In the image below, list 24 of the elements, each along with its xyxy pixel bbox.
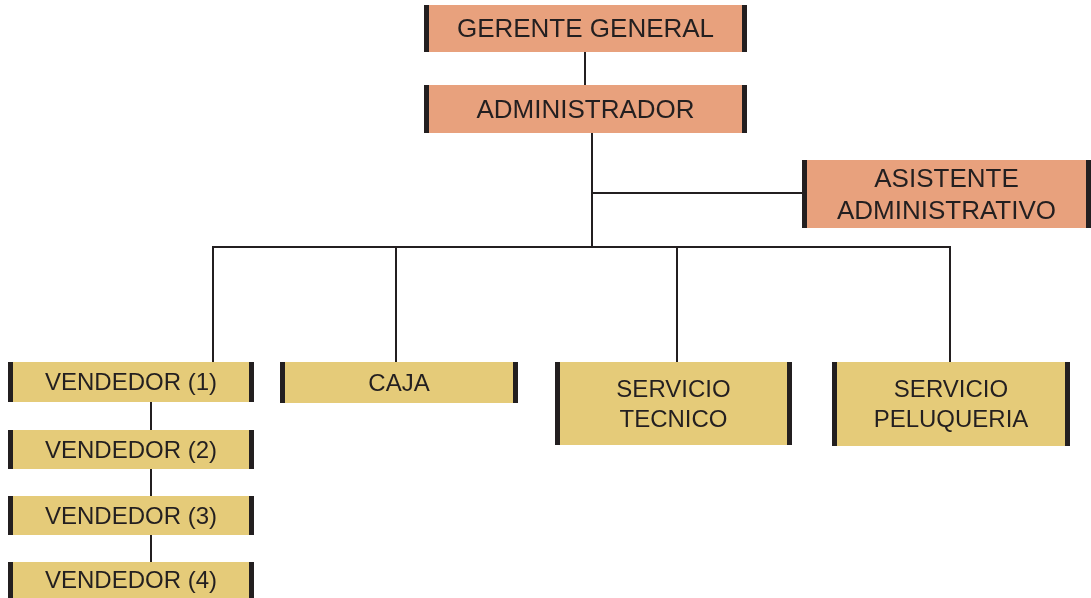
connector-line: [584, 51, 586, 86]
org-chart-box: [555, 362, 792, 445]
org-chart-box: [8, 496, 254, 535]
connector-line: [150, 534, 152, 563]
connector-line: [150, 468, 152, 497]
org-chart-box: [424, 5, 747, 52]
org-chart-box: [424, 85, 747, 133]
role-title: SERVICIO PELUQUERIA: [872, 374, 1030, 434]
role-title: GERENTE GENERAL: [456, 12, 715, 45]
org-chart-box: [280, 362, 518, 403]
role-title: ASISTENTE ADMINISTRATIVO: [835, 161, 1058, 227]
role-title: CAJA: [368, 367, 430, 398]
role-title: VENDEDOR (2): [45, 434, 217, 465]
org-chart-box: [8, 362, 254, 402]
org-chart-box: [8, 430, 254, 469]
role-title: ADMINISTRADOR: [476, 92, 695, 126]
role-title: VENDEDOR (3): [45, 500, 217, 531]
org-chart-box: [8, 562, 254, 598]
role-title: SERVICIO TECNICO: [615, 373, 732, 434]
org-chart-box: [802, 160, 1091, 228]
connector-line: [150, 401, 152, 431]
role-title: VENDEDOR (4): [45, 565, 217, 595]
org-chart-box: [832, 362, 1070, 446]
role-title: VENDEDOR (1): [45, 367, 217, 397]
